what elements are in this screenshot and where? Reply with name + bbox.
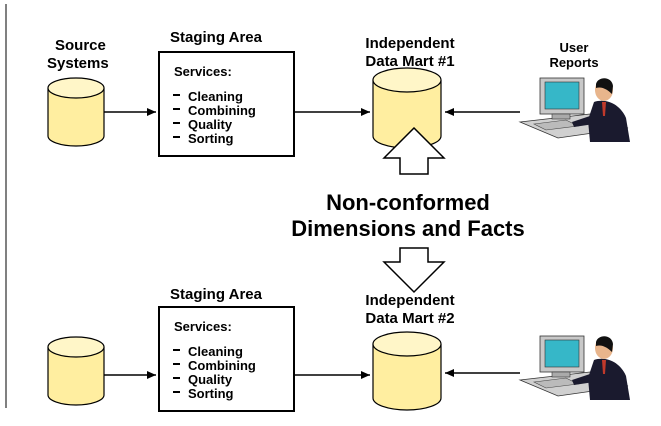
service-item: Combining (188, 358, 256, 373)
user-computer-icon-bottom (518, 335, 630, 400)
services-title-bottom: Services: (174, 319, 232, 334)
up-arrow-icon (382, 126, 446, 175)
user-reports-label-2: Reports (549, 55, 598, 70)
services-title-top: Services: (174, 64, 232, 79)
down-arrow-icon (382, 247, 446, 294)
staging-area-title-top: Staging Area (170, 29, 263, 46)
source-database-icon-bottom (47, 336, 105, 406)
service-item: Sorting (188, 131, 234, 146)
services-list-top: Cleaning Combining Quality Sorting (173, 89, 256, 146)
service-item: Quality (188, 372, 233, 387)
data-mart-database-icon-bottom (372, 331, 442, 411)
data-mart-label-top-1: Independent (365, 35, 454, 52)
service-item: Combining (188, 103, 256, 118)
user-computer-icon-top (518, 77, 630, 142)
source-systems-label-1: Source (55, 37, 106, 54)
data-mart-label-top-2: Data Mart #1 (365, 53, 454, 70)
staging-area-box-bottom (158, 306, 295, 412)
data-mart-label-bottom-1: Independent (365, 292, 454, 309)
service-item: Quality (188, 117, 233, 132)
staging-area-box-top (158, 51, 295, 157)
source-systems-label-2: Systems (47, 55, 109, 72)
service-item: Cleaning (188, 89, 243, 104)
user-reports-label-1: User (560, 40, 589, 55)
services-list-bottom: Cleaning Combining Quality Sorting (173, 344, 256, 401)
service-item: Cleaning (188, 344, 243, 359)
source-database-icon-top (47, 77, 105, 147)
service-item: Sorting (188, 386, 234, 401)
staging-area-title-bottom: Staging Area (170, 286, 263, 303)
non-conformed-line-1: Non-conformed (326, 190, 490, 215)
non-conformed-line-2: Dimensions and Facts (291, 216, 525, 241)
data-mart-label-bottom-2: Data Mart #2 (365, 310, 454, 327)
